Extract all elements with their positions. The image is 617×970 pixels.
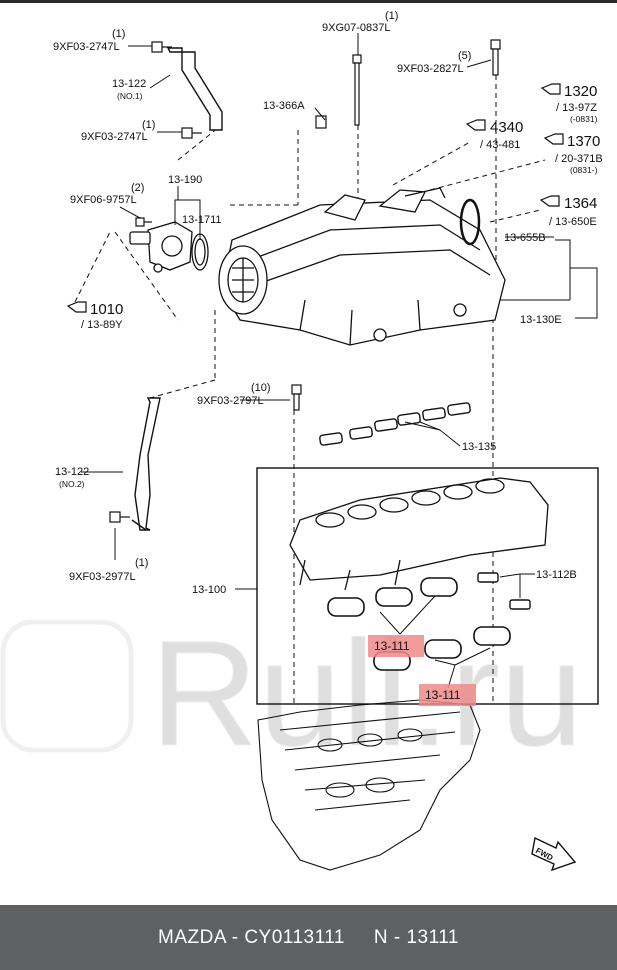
pointing-hand-icon <box>465 119 486 131</box>
ref-1010-code: / 13-89Y <box>81 319 123 331</box>
bolt-9757: 9XF06-9757L <box>70 194 137 206</box>
ref-1320: 1320 / 13-97Z (-0831) <box>540 83 598 124</box>
bolt-2747-top-qty: (1) <box>112 28 125 40</box>
ref-1320-num: 1320 <box>564 83 597 100</box>
bolt-2747-bot-qty: (1) <box>142 119 155 131</box>
bolts <box>109 39 501 523</box>
stud-0837-qty: (1) <box>385 10 398 22</box>
pointing-hand-icon <box>540 83 561 95</box>
bracket-no2 <box>131 397 161 531</box>
part-111-b: 13-111 <box>425 688 461 702</box>
bracket-122-top-sub: (NO.1) <box>117 91 143 101</box>
part-112b: 13-112B <box>536 569 577 581</box>
cylinder-head <box>257 699 481 871</box>
watermark-text: Rull.ru <box>150 609 583 777</box>
bolt-2827-qty: (5) <box>458 50 471 62</box>
lower-intake-manifold <box>289 477 549 591</box>
part-190: 13-190 <box>168 174 202 186</box>
fwd-arrow-icon: FWD <box>531 836 577 872</box>
footer-part-number: MAZDA - CY0113111 N - 13111 <box>158 926 459 948</box>
bolt-2797: 9XF03-2797L <box>197 395 264 407</box>
part-111-a: 13-111 <box>374 639 410 653</box>
gasket-set-135 <box>319 402 471 446</box>
bolt-2747-bot: 9XF03-2747L <box>81 131 148 143</box>
ref-1010: 1010 / 13-89Y <box>66 301 123 331</box>
footer-bar: MAZDA - CY0113111 N - 13111 <box>0 905 617 970</box>
ref-4340-code: / 43-481 <box>480 139 520 151</box>
watermark: Rull.ru <box>0 609 584 778</box>
highlight-111-a <box>368 635 424 657</box>
bolt-2797-qty: (10) <box>251 382 271 394</box>
ref-1364-num: 1364 <box>564 195 597 212</box>
ref-1364-code: / 13-650E <box>549 216 597 228</box>
callout-labels: (1) 9XF03-2747L 13-122 (NO.1) (1) 9XF03-… <box>53 10 577 702</box>
bracket-122-bot: 13-122 <box>55 466 89 478</box>
part-655b: 13-655B <box>504 232 546 244</box>
bolt-9757-qty: (2) <box>131 182 144 194</box>
ref-1370-note: (0831-) <box>570 165 598 175</box>
o-ring <box>459 198 481 246</box>
ref-1320-code: / 13-97Z <box>556 102 597 114</box>
bolt-2747-top: 9XF03-2747L <box>53 41 120 53</box>
bolt-2977: 9XF03-2977L <box>69 571 136 583</box>
ref-4340-num: 4340 <box>490 119 523 136</box>
ref-1010-num: 1010 <box>90 301 123 318</box>
stud-0837: 9XG07-0837L <box>322 22 391 34</box>
bracket-122-top: 13-122 <box>112 78 146 90</box>
upper-intake-manifold <box>218 187 506 346</box>
throttle-body <box>129 221 209 273</box>
part-366a: 13-366A <box>263 100 305 112</box>
top-border <box>0 0 617 3</box>
gaskets-112b <box>477 572 531 610</box>
pointing-hand-icon <box>66 301 87 313</box>
part-100: 13-100 <box>192 584 226 596</box>
pointing-hand-icon <box>539 195 560 207</box>
part-1711: 13-1711 <box>182 214 222 226</box>
pointing-hand-icon <box>543 133 564 145</box>
bolt-2827: 9XF03-2827L <box>397 63 464 75</box>
bracket-no1 <box>166 47 223 131</box>
ref-1370-num: 1370 <box>567 133 600 150</box>
bracket-122-bot-sub: (NO.2) <box>59 479 85 489</box>
part-130e: 13-130E <box>520 314 562 326</box>
ref-1364: 1364 / 13-650E <box>539 195 597 228</box>
parts-diagram: Rull.ru <box>0 10 603 872</box>
highlight-111-b <box>419 684 476 706</box>
ref-1370: 1370 / 20-371B (0831-) <box>543 133 603 175</box>
bolt-2977-qty: (1) <box>135 557 148 569</box>
solid-leaders <box>81 33 598 689</box>
ref-1320-note: (-0831) <box>570 114 598 124</box>
ref-4340: 4340 / 43-481 <box>465 119 523 151</box>
ref-1370-code: / 20-371B <box>555 153 603 165</box>
part-135: 13-135 <box>462 441 496 453</box>
